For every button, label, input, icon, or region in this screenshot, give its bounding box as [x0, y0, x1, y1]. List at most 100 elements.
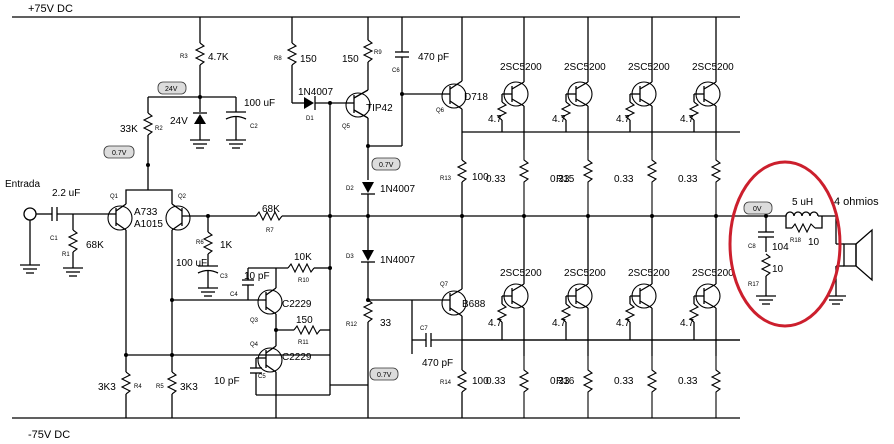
diode-d2	[361, 182, 375, 250]
q4-value: C2229	[282, 352, 312, 363]
top-emitter-resistor	[582, 150, 594, 216]
top-output-transistor-2	[560, 17, 593, 150]
top-output-transistor-3	[624, 17, 657, 150]
diode-d3	[361, 250, 375, 300]
svg-text:24V: 24V	[165, 86, 178, 93]
junction-dot	[328, 214, 332, 218]
r2-value: 33K	[120, 124, 138, 135]
bottom-output-transistor-label: 2SC5200	[500, 268, 542, 279]
bottom-output-transistor-label: 2SC5200	[628, 268, 670, 279]
capacitor-c4	[172, 268, 262, 301]
q5-ref: Q5	[342, 124, 351, 130]
r9-value: 150	[342, 54, 359, 65]
c7-value: 470 pF	[422, 358, 453, 369]
r8-ref: R8	[274, 56, 282, 62]
junction-dot	[274, 328, 278, 332]
transistor-q2	[165, 203, 240, 231]
voltage-tag-bottom: 0.7V	[369, 367, 399, 381]
capacitor-c1	[51, 207, 110, 221]
bottom-emitter-resistor	[646, 356, 658, 418]
junction-dot	[366, 214, 370, 218]
r9-ref: R9	[374, 50, 382, 56]
resistor-r14	[456, 369, 468, 418]
negative-rail-label: -75V DC	[28, 429, 70, 441]
resistor-r9	[362, 17, 374, 90]
resistor-r10	[248, 262, 330, 274]
r13-ref: R13	[440, 176, 452, 182]
c2-ref: C2	[250, 124, 258, 130]
bottom-output-transistor-label: 2SC5200	[692, 268, 734, 279]
c3-ref: C3	[220, 274, 228, 280]
top-base-resistor-value: 4.7	[552, 114, 566, 125]
top-output-transistor-label: 2SC5200	[628, 62, 670, 73]
transistor-q5	[345, 89, 371, 180]
q2-ref: Q2	[178, 194, 187, 200]
top-base-resistor-value: 4.7	[488, 114, 502, 125]
resistor-r3	[194, 17, 206, 112]
capacitor-c3	[197, 265, 219, 297]
resistor-r4	[120, 371, 132, 418]
bottom-output-transistor-4	[688, 250, 721, 356]
r14-ref: R14	[440, 380, 452, 386]
r15-ref: R15	[556, 174, 575, 185]
c4-ref: C4	[230, 292, 238, 298]
diode-d1	[304, 96, 345, 110]
c5-ref: C5	[258, 374, 266, 380]
input-jack	[23, 207, 52, 265]
r18-value: 10	[808, 237, 820, 248]
pair-label-top: A733	[134, 207, 158, 218]
top-output-transistor-1	[496, 17, 529, 150]
bottom-output-transistor-1	[496, 250, 529, 356]
top-emitter-resistor-value: 0.33	[614, 174, 634, 185]
c1-ref: C1	[50, 236, 58, 242]
d1-value: 1N4007	[298, 87, 333, 98]
junction-dot	[400, 92, 404, 96]
transistor-q7	[411, 250, 467, 370]
bottom-output-transistor-label: 2SC5200	[564, 268, 606, 279]
resistor-r12	[362, 299, 374, 418]
resistor-r18	[785, 216, 823, 234]
bottom-emitter-resistor	[518, 356, 530, 418]
bottom-base-resistor-value: 4.7	[680, 318, 694, 329]
c1-value: 2.2 uF	[52, 188, 80, 199]
transistor-q6	[402, 17, 467, 160]
top-output-transistor-label: 2SC5200	[564, 62, 606, 73]
svg-text:0.7V: 0.7V	[379, 162, 394, 169]
input-label: Entrada	[5, 179, 40, 190]
r10-value: 10K	[294, 252, 312, 263]
bottom-output-transistor-3	[624, 250, 657, 356]
pair-label-bottom: A1015	[134, 219, 163, 230]
svg-text:0.7V: 0.7V	[377, 372, 392, 379]
r3-ref: R3	[180, 54, 188, 60]
r11-value: 150	[296, 315, 313, 326]
bottom-emitter-resistor-value: 0.33	[678, 376, 698, 387]
speaker	[826, 216, 873, 305]
diff-pair-wiring	[125, 165, 330, 372]
zener-diode	[190, 112, 210, 149]
resistor-r17	[756, 253, 776, 305]
bottom-base-resistor-value: 4.7	[616, 318, 630, 329]
top-emitter-resistor-value: 0.33	[550, 174, 570, 185]
inductor-l1	[740, 211, 836, 217]
c2-value: 100 uF	[244, 98, 275, 109]
capacitor-c6	[368, 17, 409, 147]
r7-value: 68K	[262, 204, 280, 215]
c6-ref: C6	[392, 68, 400, 74]
bottom-emitter-resistor-value: 0.33	[486, 376, 506, 387]
r11-ref: R11	[298, 340, 309, 346]
voltage-tag-24v: 24V	[157, 81, 187, 95]
top-emitter-resistor-value: 0.33	[486, 174, 506, 185]
transistor-q3	[257, 268, 283, 340]
r17-value: 10	[772, 264, 784, 275]
voltage-tag-q1: 0.7V	[103, 145, 135, 159]
input-ground-symbol	[20, 264, 40, 274]
r6-value: 1K	[220, 240, 233, 251]
r8-value: 150	[300, 54, 317, 65]
c7-ref: C7	[420, 326, 428, 332]
r12-value: 33	[380, 318, 392, 329]
c4-value: 10 pF	[244, 271, 270, 282]
capacitor-c2	[200, 96, 247, 149]
top-base-resistor-value: 4.7	[616, 114, 630, 125]
junction-dot	[366, 144, 370, 148]
output-stage-buses	[462, 131, 740, 341]
